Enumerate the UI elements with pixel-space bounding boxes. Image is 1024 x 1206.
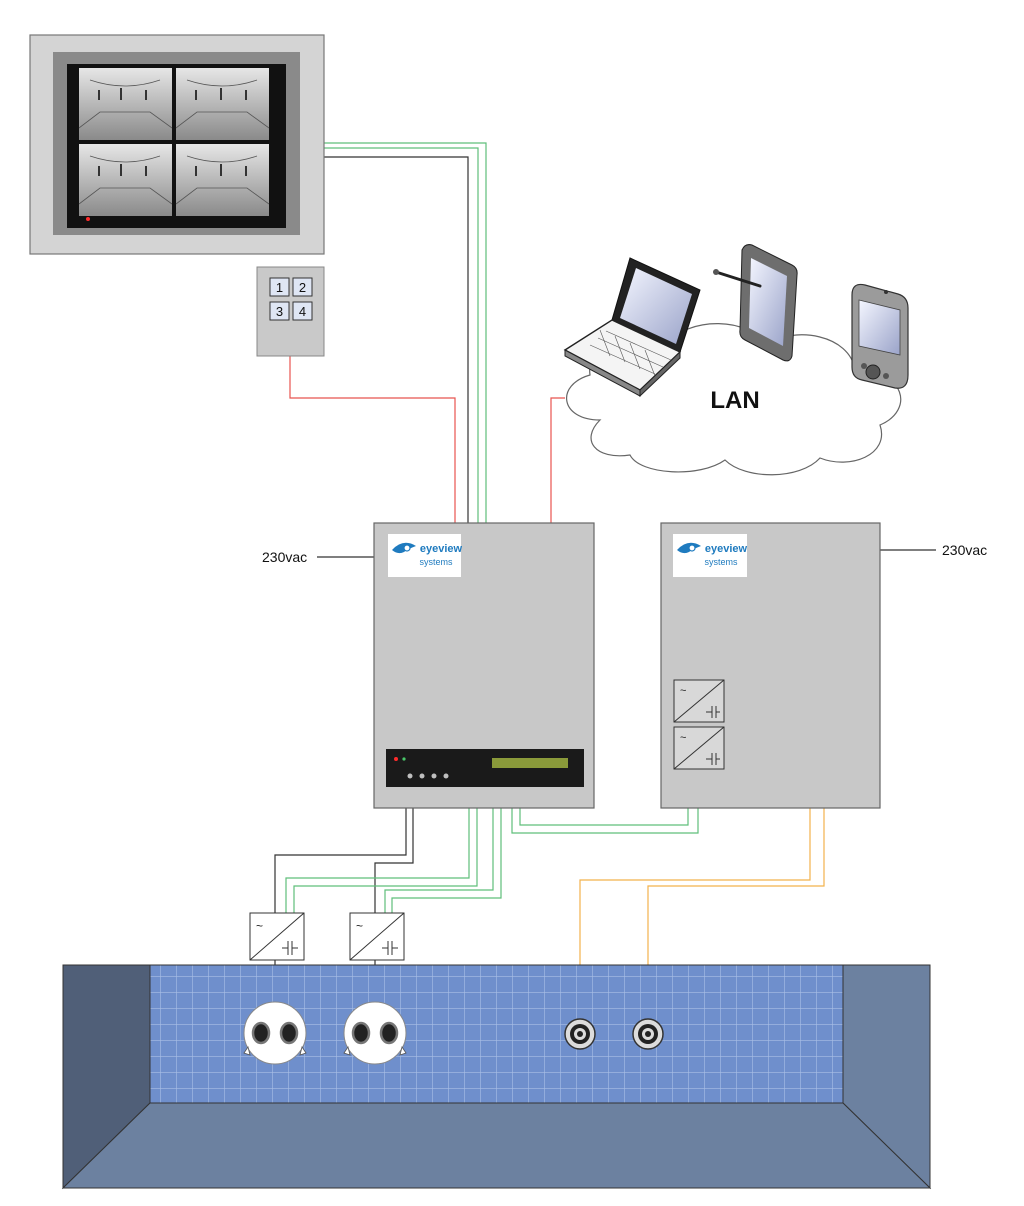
keypad-key-4-label: 4 <box>299 304 306 319</box>
cable-green-d <box>391 808 502 913</box>
cable-link-1 <box>511 808 699 834</box>
status-led-green <box>402 757 406 761</box>
sensor-icon <box>564 1018 596 1050</box>
sensor-icon <box>632 1018 664 1050</box>
keypad-key-1-label: 1 <box>276 280 283 295</box>
cable-lan-red <box>550 397 565 523</box>
monitor-icon <box>29 34 325 255</box>
controller-right: eyeview systems ~ ~ <box>660 522 881 809</box>
panel-button-4[interactable] <box>443 773 449 779</box>
keypad-key-4[interactable] <box>292 301 313 321</box>
svg-text:~: ~ <box>680 685 686 697</box>
panel-button-2[interactable] <box>419 773 425 779</box>
svg-text:~: ~ <box>680 732 686 744</box>
controller-left: eyeview systems <box>373 522 595 809</box>
power-label-right: 230vac <box>942 542 987 558</box>
lcd-display <box>492 758 568 768</box>
svg-text:~: ~ <box>356 919 363 933</box>
logo-left-line1: eyeview <box>420 543 463 555</box>
camera-feed-quad <box>78 68 270 216</box>
cable-cam2-black <box>374 808 414 913</box>
eyeview-logo-left: eyeview systems <box>388 534 463 577</box>
cable-cam1-black <box>274 808 407 913</box>
logo-right-line1: eyeview <box>705 543 748 555</box>
power-label-left: 230vac <box>262 549 307 565</box>
status-led-red <box>394 757 398 761</box>
eyeview-logo-right: eyeview systems <box>673 534 748 577</box>
panel-button-3[interactable] <box>431 773 437 779</box>
cable-orange-2 <box>647 808 825 1020</box>
control-panel <box>386 749 584 787</box>
cable-monitor-green-1 <box>324 147 479 523</box>
tablet-icon <box>713 244 798 362</box>
power-converter-icon: ~ <box>249 912 305 961</box>
power-converter-icon: ~ <box>673 726 725 770</box>
cable-link-2 <box>519 808 689 826</box>
camera-icon <box>243 1001 307 1065</box>
svg-text:~: ~ <box>256 919 263 933</box>
power-converter-icon: ~ <box>673 679 725 723</box>
cable-green-a <box>285 808 470 913</box>
cable-orange-1 <box>579 808 811 1020</box>
pool <box>61 964 932 1190</box>
laptop-icon <box>563 257 701 398</box>
stylus <box>714 270 762 288</box>
keypad-key-1[interactable] <box>269 277 290 297</box>
power-converter-icon: ~ <box>349 912 405 961</box>
logo-left-line2: systems <box>419 557 453 567</box>
handheld-icon <box>851 283 909 389</box>
keypad-key-2-label: 2 <box>299 280 306 295</box>
panel-button-1[interactable] <box>407 773 413 779</box>
cable-green-b <box>293 808 478 913</box>
lan-label: LAN <box>710 387 759 414</box>
pool-floor <box>61 1102 932 1189</box>
cable-monitor-green-2 <box>324 142 487 523</box>
monitor-power-led <box>86 217 90 221</box>
cable-monitor-black <box>324 156 469 523</box>
cables <box>274 142 936 1020</box>
cable-keypad-red <box>289 356 456 523</box>
cable-green-c <box>384 808 494 913</box>
keypad-key-3-label: 3 <box>276 304 283 319</box>
logo-right-line2: systems <box>704 557 738 567</box>
keypad-key-2[interactable] <box>292 277 313 297</box>
keypad-key-3[interactable] <box>269 301 290 321</box>
camera-icon <box>343 1001 407 1065</box>
keypad-icon: 1 2 3 4 <box>256 266 325 357</box>
